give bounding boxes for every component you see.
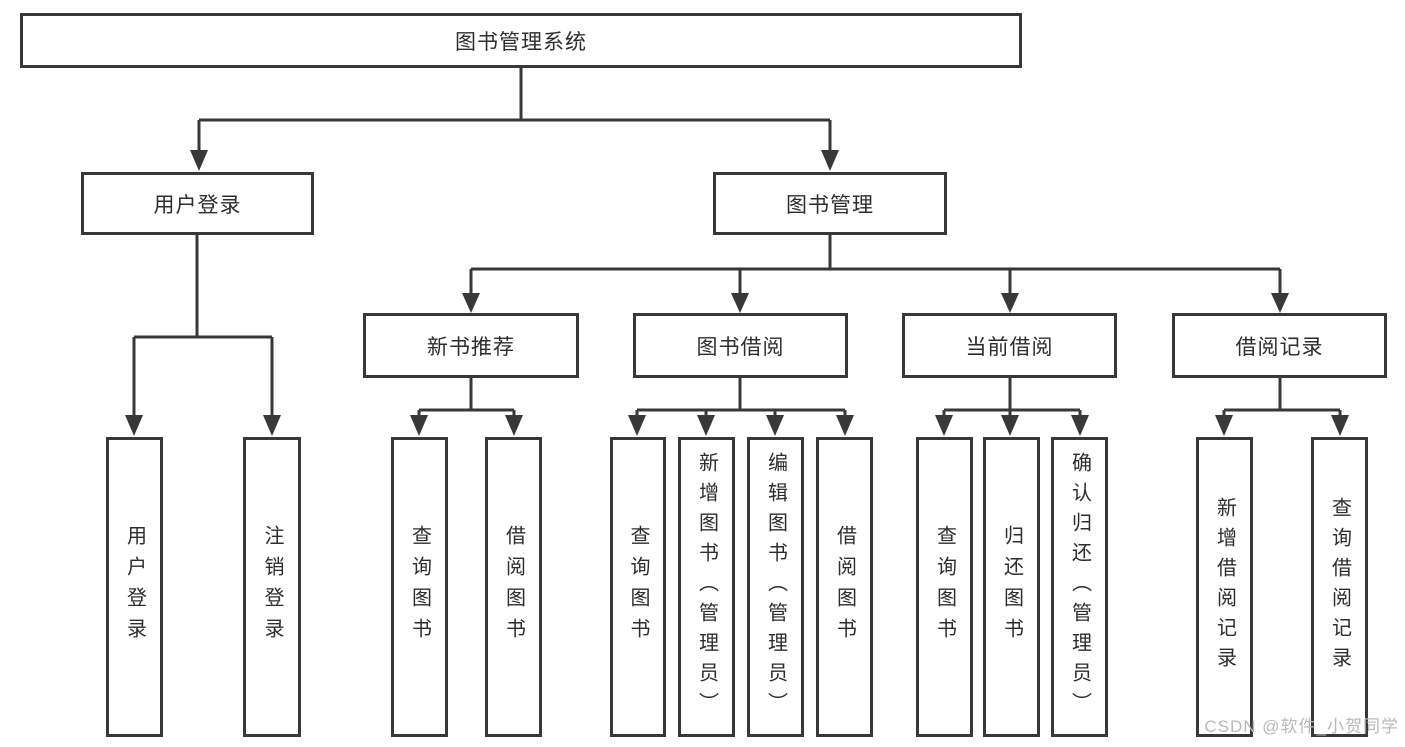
leaf-logout: 注销登录	[243, 437, 301, 737]
leaf-add-borrow-record-label: 新增借阅记录	[1213, 497, 1236, 677]
leaf-user-login-label: 用户登录	[123, 525, 146, 649]
node-borrowing-records: 借阅记录	[1172, 313, 1387, 378]
leaf-query-books-borrowing-label: 查询图书	[627, 525, 649, 649]
leaf-query-borrow-record-label: 查询借阅记录	[1328, 497, 1351, 677]
leaf-query-borrow-record: 查询借阅记录	[1311, 437, 1368, 737]
leaf-query-books-recommend-label: 查询图书	[408, 525, 431, 649]
node-current-borrowing: 当前借阅	[902, 313, 1117, 378]
node-new-book-recommend-label: 新书推荐	[427, 335, 515, 359]
node-user-login-label: 用户登录	[153, 193, 242, 217]
leaf-user-login: 用户登录	[106, 437, 163, 737]
leaf-add-books-admin-label: 新增图书（管理员）	[695, 452, 718, 722]
node-user-login: 用户登录	[81, 172, 314, 235]
arrowheads	[125, 150, 1349, 436]
leaf-return-books-label: 归还图书	[1000, 525, 1023, 649]
leaf-add-books-admin: 新增图书（管理员）	[678, 437, 735, 737]
node-borrowing-records-label: 借阅记录	[1235, 335, 1324, 359]
leaf-borrow-books-recommend-label: 借阅图书	[502, 525, 525, 649]
leaf-query-books-current-label: 查询图书	[933, 525, 956, 649]
tree-edges	[132, 68, 1342, 419]
node-new-book-recommend: 新书推荐	[363, 313, 579, 378]
node-current-borrowing-label: 当前借阅	[965, 335, 1054, 359]
leaf-confirm-return-admin: 确认归还（管理员）	[1051, 437, 1108, 737]
leaf-return-books: 归还图书	[983, 437, 1040, 737]
node-book-management-label: 图书管理	[786, 193, 874, 217]
node-book-management: 图书管理	[713, 172, 947, 235]
leaf-confirm-return-admin-label: 确认归还（管理员）	[1068, 452, 1091, 722]
leaf-query-books-borrowing: 查询图书	[610, 437, 666, 737]
leaf-logout-label: 注销登录	[261, 525, 283, 649]
leaf-edit-books-admin-label: 编辑图书（管理员）	[764, 452, 787, 722]
leaf-borrow-books-borrowing-label: 借阅图书	[833, 525, 856, 649]
leaf-edit-books-admin: 编辑图书（管理员）	[747, 437, 804, 737]
leaf-borrow-books-borrowing: 借阅图书	[816, 437, 873, 737]
leaf-query-books-current: 查询图书	[916, 437, 973, 737]
leaf-add-borrow-record: 新增借阅记录	[1196, 437, 1253, 737]
node-book-borrowing: 图书借阅	[633, 313, 848, 378]
node-root: 图书管理系统	[20, 13, 1022, 68]
node-root-label: 图书管理系统	[455, 30, 587, 54]
node-book-borrowing-label: 图书借阅	[696, 335, 785, 359]
leaf-query-books-recommend: 查询图书	[391, 437, 448, 737]
leaf-borrow-books-recommend: 借阅图书	[485, 437, 542, 737]
